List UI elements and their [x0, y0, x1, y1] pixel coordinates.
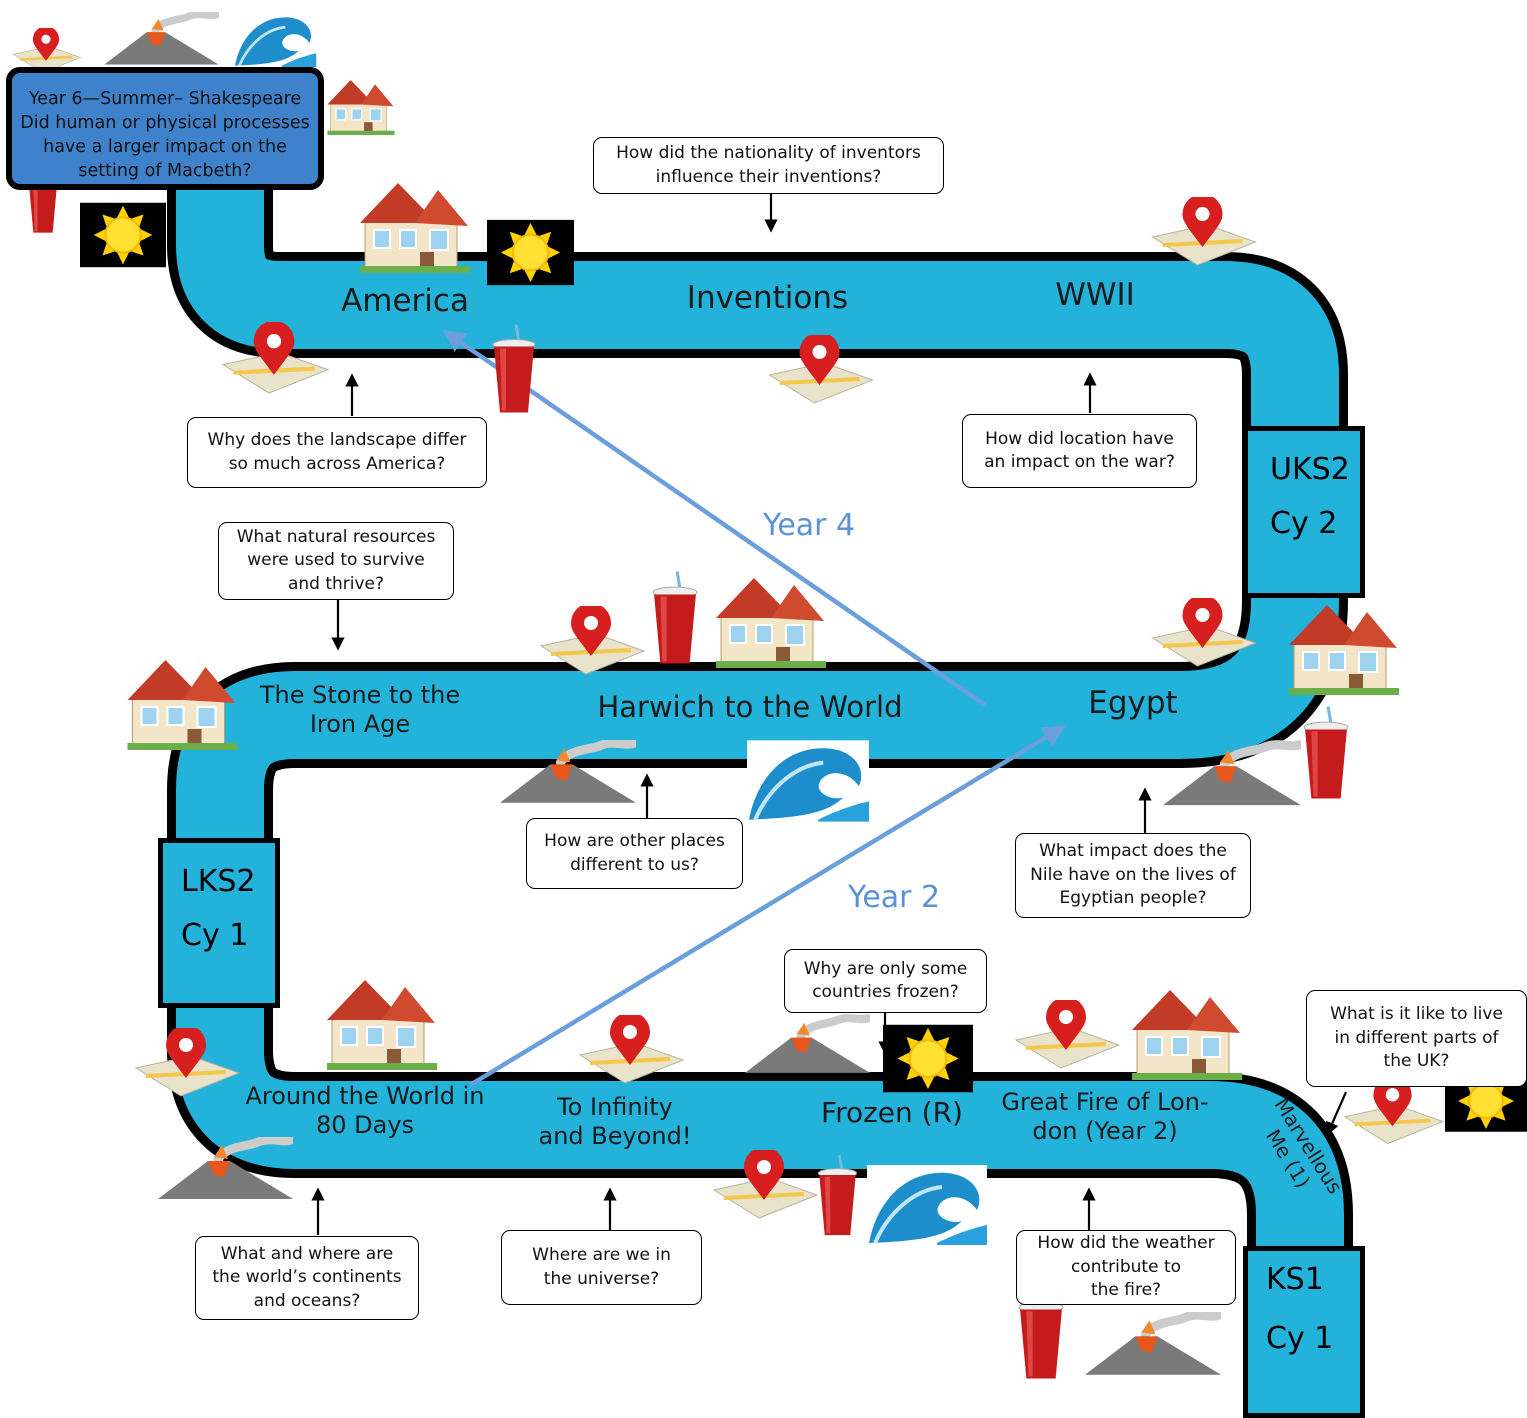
topic-harwich: Harwich to the World: [597, 690, 903, 724]
question-nationality: How did the nationality of inventors inf…: [593, 137, 944, 194]
house-icon: [358, 181, 472, 273]
question-landscape: Why does the landscape differ so much ac…: [187, 417, 487, 488]
wave-icon: [867, 1165, 987, 1245]
wave-icon: [747, 740, 869, 821]
question-resources: What natural resources were used to surv…: [218, 522, 454, 600]
stage-ks1: KS1 Cy 1: [1243, 1246, 1365, 1418]
stage-ks1-line2: Cy 1: [1266, 1320, 1334, 1356]
topic-great-fire: Great Fire of Lon- don (Year 2): [1001, 1088, 1209, 1146]
topic-infinity: To Infinity and Beyond!: [538, 1093, 692, 1151]
year2-label: Year 2: [848, 880, 941, 915]
question-uk-parts: What is it like to live in different par…: [1306, 990, 1527, 1087]
house-icon: [126, 658, 239, 750]
volcano-icon: [104, 14, 218, 64]
stage-uks2-line2: Cy 2: [1270, 506, 1338, 541]
question-frozen: Why are only some countries frozen?: [784, 949, 987, 1013]
house-icon: [327, 79, 395, 135]
sun-icon: [487, 218, 574, 287]
topic-america: America: [341, 283, 469, 319]
sun-icon: [80, 201, 166, 269]
map-pin-icon: [11, 28, 82, 74]
question-other-places: How are other places different to us?: [526, 818, 743, 889]
wave-icon: [232, 12, 318, 67]
map-pin-icon: [1016, 997, 1119, 1068]
stage-lks2: LKS2 Cy 1: [158, 838, 280, 1008]
drink-cup-icon: [1303, 705, 1349, 801]
drink-cup-icon: [652, 570, 698, 666]
question-location-war: How did location have an impact on the w…: [962, 414, 1197, 488]
title-box: Year 6—Summer– Shakespeare Did human or …: [6, 67, 324, 190]
stage-uks2-line1: UKS2: [1270, 452, 1350, 487]
question-continents: What and where are the world’s continent…: [195, 1236, 419, 1320]
question-nile: What impact does the Nile have on the li…: [1015, 833, 1251, 918]
question-weather-fire: How did the weather contribute to the fi…: [1016, 1230, 1236, 1305]
stage-lks2-line1: LKS2: [181, 864, 256, 899]
house-icon: [1130, 988, 1244, 1080]
volcano-icon: [1085, 1315, 1221, 1375]
topic-frozen: Frozen (R): [821, 1096, 963, 1129]
topic-egypt: Egypt: [1088, 685, 1178, 721]
year4-label: Year 4: [763, 508, 856, 543]
topic-wwii: WWII: [1055, 277, 1135, 313]
topic-stone-iron: The Stone to the Iron Age: [259, 681, 461, 739]
year4-arrow: [442, 329, 987, 707]
house-icon: [714, 576, 828, 668]
volcano-icon: [745, 1018, 870, 1073]
stage-ks1-line1: KS1: [1266, 1262, 1324, 1297]
topic-inventions: Inventions: [686, 280, 849, 316]
year2-arrow: [468, 725, 1066, 1087]
sun-icon: [883, 1023, 973, 1094]
question-universe: Where are we in the universe?: [501, 1230, 702, 1305]
topic-around-world: Around the World in 80 Days: [245, 1082, 485, 1140]
stage-uks2: UKS2 Cy 2: [1243, 426, 1365, 598]
stage-lks2-line2: Cy 1: [181, 918, 249, 953]
house-icon: [325, 978, 439, 1070]
